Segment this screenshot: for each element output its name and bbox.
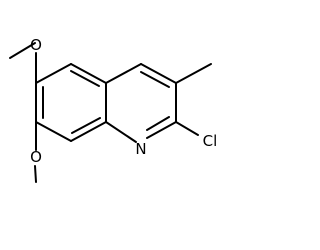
bond-c4a-c4 bbox=[105, 63, 142, 84]
molecule-canvas: O O N Cl bbox=[9, 36, 218, 183]
bond-c2-n bbox=[146, 121, 177, 139]
oxygen-label-1: O bbox=[30, 36, 42, 54]
chemical-structure-diagram: O O N Cl bbox=[9, 36, 218, 183]
bond-c8a-c4a bbox=[70, 121, 107, 142]
inner-double-bond-c5-c6 bbox=[70, 70, 100, 87]
bond-o1-methyl bbox=[9, 42, 36, 59]
bond-c6-c7 bbox=[35, 63, 72, 84]
bond-c3-methyl bbox=[175, 63, 212, 84]
nitrogen-label: N bbox=[135, 140, 146, 158]
chlorine-label: Cl bbox=[203, 132, 218, 150]
inner-double-bond-c4-c3 bbox=[140, 71, 170, 88]
bond-c5-c6 bbox=[70, 63, 107, 84]
bond-c2-cl bbox=[175, 121, 199, 136]
inner-double-bond-c8a-c4a bbox=[71, 117, 101, 134]
oxygen-label-2: O bbox=[30, 148, 42, 166]
inner-double-bond-c2-n bbox=[146, 116, 170, 131]
bond-c4-c3 bbox=[140, 63, 177, 84]
bond-o2-methyl bbox=[34, 165, 37, 183]
bond-n-c8a bbox=[105, 121, 137, 143]
bond-c8-c8a bbox=[35, 121, 72, 142]
